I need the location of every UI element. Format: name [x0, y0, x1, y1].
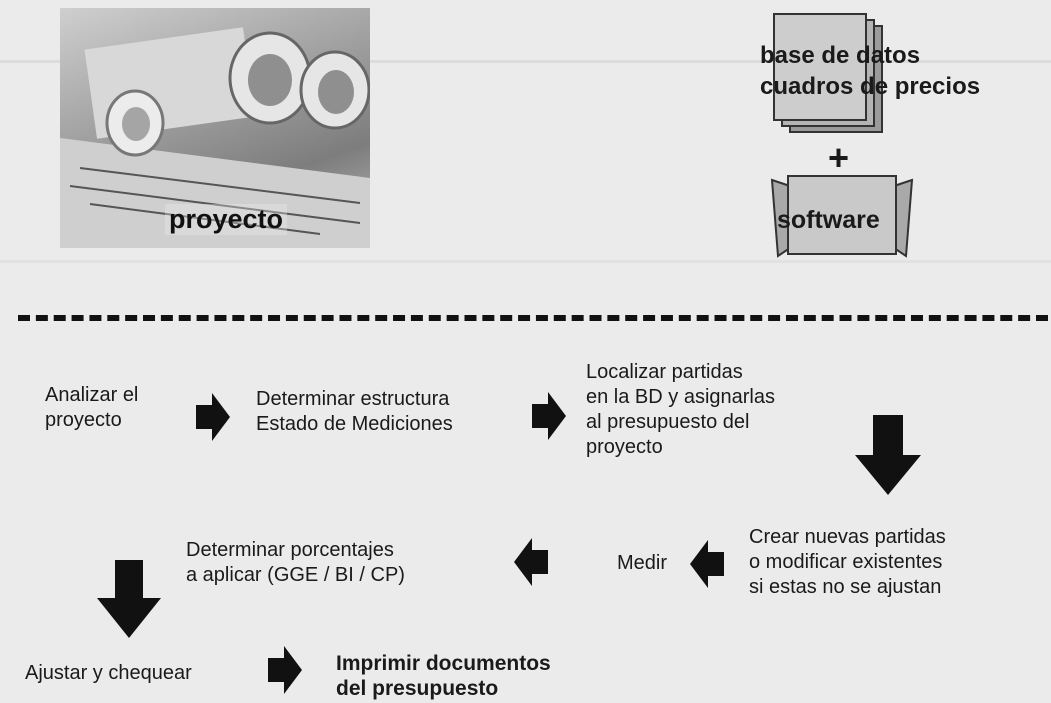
step-line: Ajustar y chequear — [25, 662, 192, 684]
database-label: base de datos cuadros de precios — [760, 40, 1010, 102]
step-line: proyecto — [586, 436, 663, 458]
bleed-through-text — [0, 60, 1051, 63]
project-label: proyecto — [165, 204, 288, 235]
step-line: del presupuesto — [336, 677, 499, 700]
step-line: Imprimir documentos — [336, 652, 551, 675]
plus-sign: + — [828, 137, 850, 178]
step-determine-percentages: Determinar porcentajes a aplicar (GGE / B… — [186, 538, 405, 588]
step-line: Determinar estructura — [256, 388, 450, 410]
step-line: en la BD y asignarlas — [586, 386, 775, 408]
step-line: Medir — [617, 552, 668, 574]
step-locate-items: Localizar partidas en la BD y asignarlas a… — [586, 360, 775, 460]
step-line: a aplicar (GGE / BI / CP) — [186, 564, 405, 586]
step-adjust-check: Ajustar y chequear — [25, 661, 192, 686]
step-line: proyecto — [45, 409, 122, 431]
step-line: Localizar partidas — [586, 361, 743, 383]
block-arrow-icon — [268, 646, 302, 694]
step-line: Estado de Mediciones — [256, 413, 453, 435]
rolled-blueprints-photo: proyecto — [60, 8, 370, 248]
block-arrow-icon — [532, 392, 566, 440]
bleed-through-text — [0, 260, 1051, 263]
ribbon-banner-icon — [770, 175, 914, 258]
step-line: si estas no se ajustan — [749, 576, 942, 598]
stacked-sheets-icon — [773, 13, 883, 133]
software-label: software — [777, 206, 880, 234]
step-line: Crear nuevas partidas — [749, 526, 946, 548]
database-line: cuadros de precios — [760, 73, 981, 100]
block-arrow-icon — [196, 393, 230, 441]
step-line: Determinar porcentajes — [186, 539, 394, 561]
step-line: Analizar el — [45, 384, 139, 406]
block-arrow-icon — [514, 538, 548, 586]
step-line: al presupuesto del — [586, 411, 750, 433]
step-measure: Medir — [617, 551, 667, 576]
block-arrow-icon — [690, 540, 724, 588]
section-divider — [18, 315, 1048, 321]
block-arrow-icon — [97, 560, 161, 638]
step-line: o modificar existentes — [749, 551, 943, 573]
step-create-items: Crear nuevas partidas o modificar existen… — [749, 525, 946, 600]
database-line: base de datos — [760, 42, 921, 69]
step-analyze-project: Analizar el proyecto — [45, 383, 138, 433]
block-arrow-icon — [855, 415, 921, 495]
